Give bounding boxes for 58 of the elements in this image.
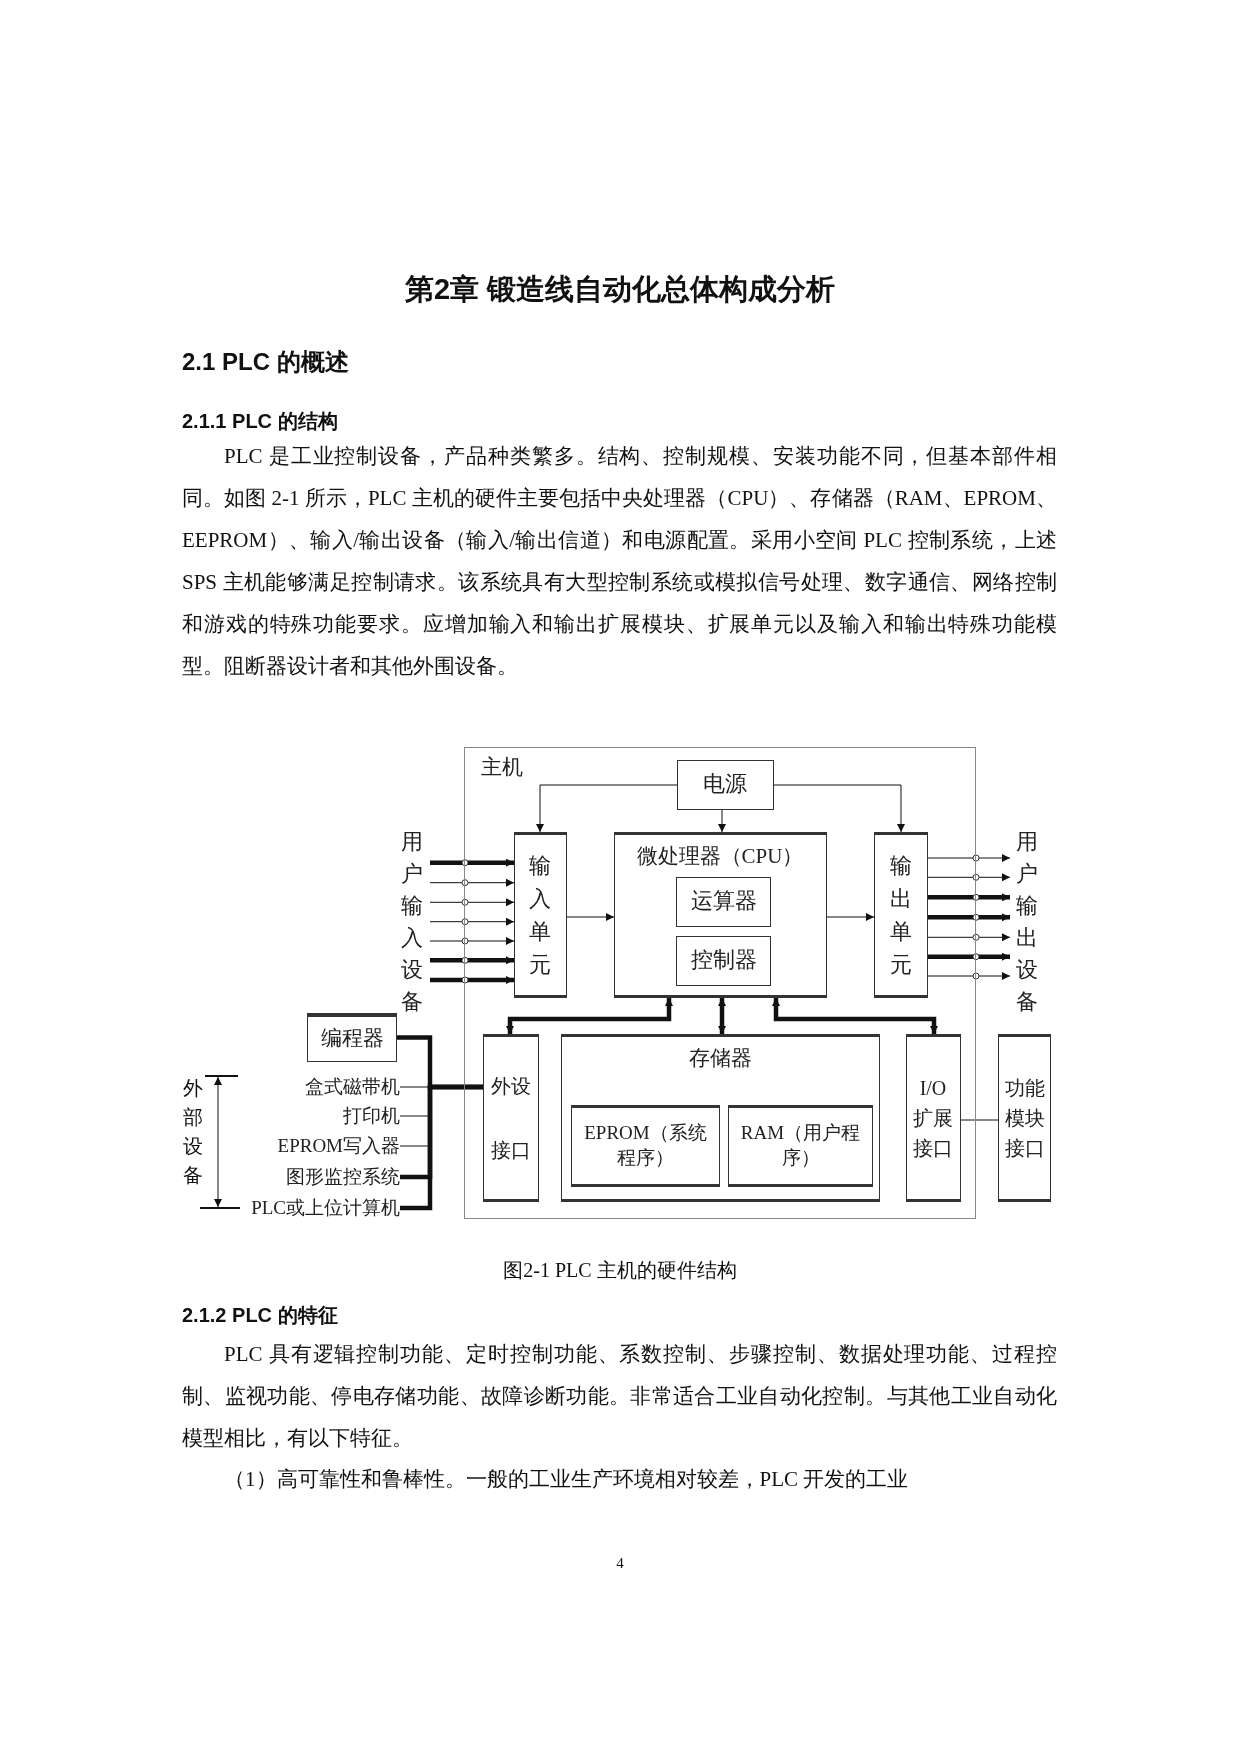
output-unit-box: 输出单元	[873, 831, 928, 998]
box-heading: 主机	[481, 754, 523, 781]
subsection-heading: 2.1.1 PLC 的结构	[182, 409, 338, 434]
arrow	[826, 913, 875, 921]
box-heading: 存储器	[688, 1044, 752, 1072]
chapter-title: 第2章 锻造线自动化总体构成分析	[403, 272, 837, 307]
section-heading: 2.1 PLC 的概述	[182, 347, 349, 377]
arrow	[927, 972, 1011, 980]
page-number: 4	[615, 1555, 625, 1572]
ram-box: RAM（用户程序）	[728, 1104, 873, 1187]
device-label: EPROM写入器	[277, 1132, 400, 1160]
arrow	[927, 854, 1011, 862]
eprom-box: EPROM（系统程序）	[571, 1104, 720, 1187]
arrow	[927, 873, 1011, 882]
arrow	[429, 878, 515, 887]
subsection-heading: 2.1.2 PLC 的特征	[182, 1303, 338, 1328]
arrow	[430, 858, 514, 867]
arrow	[430, 956, 514, 965]
device-label: 盒式磁带机	[305, 1073, 400, 1101]
box-heading: 微处理器（CPU）	[636, 842, 804, 870]
body-paragraph: PLC 具有逻辑控制功能、定时控制功能、系数控制、步骤控制、数据处理功能、过程控制、监视功能、停电存储功能、故障诊断功能。非常适合工业自动化控制。与其他工业自动化模型相比，有以下特征。	[182, 1341, 1057, 1452]
memory-box	[560, 1033, 880, 1202]
connector-line	[400, 1084, 483, 1211]
input-devices-label: 用户输入设备	[398, 826, 426, 1018]
arrow	[430, 976, 514, 984]
arrow	[928, 913, 1010, 922]
controller-box: 控制器	[676, 935, 771, 986]
arrow	[566, 913, 615, 921]
body-paragraph: （1）高可靠性和鲁棒性。一般的工业生产环境相对较差，PLC 开发的工业	[223, 1466, 910, 1493]
function-module-box: 功能模块接口	[998, 1034, 1051, 1202]
arrow	[429, 937, 515, 945]
body-paragraph: PLC 是工业控制设备，产品种类繁多。结构、控制规模、安装功能不同，但基本部件相同。如图 2-1 所示，PLC 主机的硬件主要包括中央处理器（CPU）、存储器（RAM、EPROM、EEPROM）、输入/输出设备（输入/输出信道）和电源配置。采用小空间 PLC 控制系统，上述 SPS 主机能够满足控制请求。该系统具有大型控制系统或模拟信号处理、数字通信、网络控制和游戏的特殊功能要求。应增加输入和输出扩展模块、扩展单元以及输入和输出特殊功能模型。阻断器设计者和其他外围设备。	[182, 443, 1057, 680]
arrow	[429, 917, 515, 926]
connector-line	[960, 1119, 999, 1121]
arrow	[928, 952, 1010, 961]
input-unit-box: 输入单元	[513, 831, 567, 998]
arrow	[536, 784, 678, 833]
bracket-label: 外部设备	[183, 1076, 203, 1188]
output-devices-label: 用户输出设备	[1013, 826, 1041, 1018]
host-frame	[464, 747, 976, 1219]
device-label: PLC或上位计算机	[251, 1194, 400, 1222]
arrow	[928, 893, 1010, 902]
peripheral-interface-box: 外设接口	[482, 1033, 539, 1202]
power-supply-box: 电源	[676, 759, 774, 810]
arrow	[772, 998, 938, 1034]
arrow	[506, 998, 673, 1034]
alu-box: 运算器	[676, 876, 771, 927]
cpu-box	[613, 831, 827, 998]
io-expansion-box: I/O扩展接口	[905, 1033, 961, 1202]
arrow	[773, 784, 905, 833]
device-label: 打印机	[343, 1102, 400, 1130]
arrow	[718, 809, 726, 833]
device-label: 图形监控系统	[286, 1163, 400, 1191]
programmer-box: 编程器	[307, 1013, 397, 1062]
figure-caption: 图2-1 PLC 主机的硬件结构	[502, 1258, 738, 1283]
arrow	[429, 898, 515, 907]
arrow	[718, 998, 726, 1034]
arrow	[927, 933, 1011, 942]
